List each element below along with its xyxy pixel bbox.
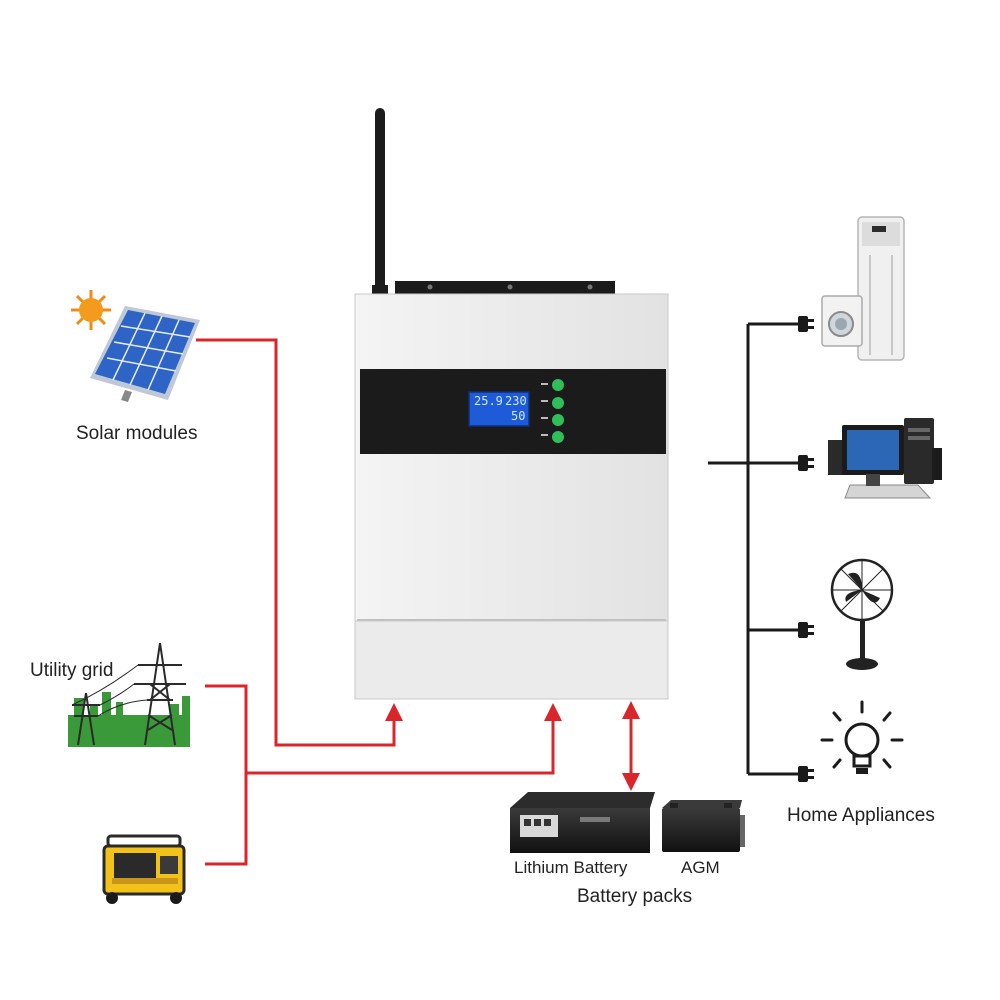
lithium-battery-label: Lithium Battery [514,858,628,877]
flow-lines [196,338,640,866]
grid-flow-line [205,684,248,866]
mounting-bracket [395,281,615,294]
washing-machine-icon [821,295,863,347]
button-1 [552,379,564,391]
button-4 [552,431,564,443]
lithium-battery-icon [510,792,655,853]
sun-icon [71,290,111,330]
ac-input-flow-line [246,703,562,775]
solar-modules-label: Solar modules [76,423,198,444]
inverter-unit [354,108,669,700]
lcd-screen [468,391,530,427]
battery-packs-label: Battery packs [577,886,693,907]
solar-panel-icon [90,306,200,402]
plug-icon [798,455,814,471]
plug-icon [798,316,814,332]
air-conditioner-icon [857,216,905,361]
solar-flow-line [196,338,403,747]
generator-icon [102,834,186,904]
plug-icon [798,766,814,782]
lcd-line1-right: 230 [505,394,527,408]
utility-grid-label: Utility grid [30,660,114,681]
button-2 [552,397,564,409]
light-bulb-icon [820,700,904,774]
antenna-icon [372,108,388,297]
plug-icons [798,316,814,782]
computer-icon [828,418,942,499]
agm-label: AGM [681,858,720,877]
power-tower-icon [68,642,190,747]
plug-icon [798,622,814,638]
home-appliances-label: Home Appliances [787,805,935,826]
output-lines [708,322,800,776]
button-3 [552,414,564,426]
fan-icon [830,558,894,670]
control-buttons [541,379,564,443]
lcd-line1-left: 25.9 [474,394,503,408]
lcd-line2-right: 50 [511,409,526,423]
agm-battery-icon [662,800,745,852]
